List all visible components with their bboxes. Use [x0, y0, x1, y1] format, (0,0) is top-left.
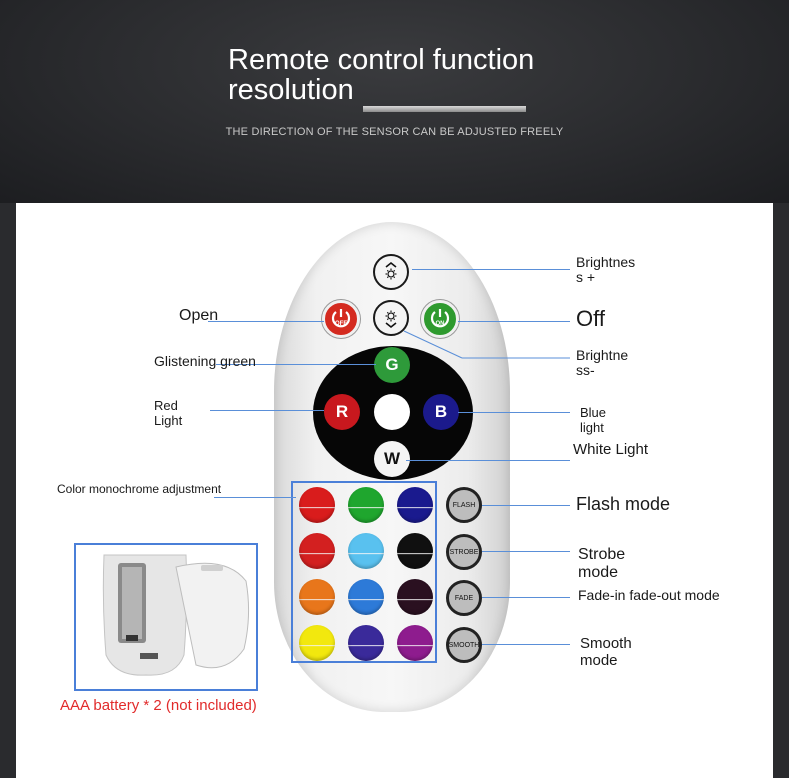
leader-line-off: [458, 321, 570, 322]
page-subtitle: THE DIRECTION OF THE SENSOR CAN BE ADJUS…: [225, 126, 564, 138]
color-grid-button-r4-c1[interactable]: [299, 625, 335, 661]
label-smooth-mode: Smooth mode: [580, 635, 632, 669]
label-flash-mode: Flash mode: [576, 494, 671, 514]
label-open: Open: [179, 307, 219, 324]
page-title: Remote control function resolution: [228, 44, 535, 106]
color-grid-button-r1-c2[interactable]: [348, 487, 384, 523]
label-brightness-up: Brightnes s +: [576, 254, 636, 285]
color-grid-button-r3-c2[interactable]: [348, 579, 384, 615]
leader-line-brightness-up: [412, 269, 570, 270]
label-red-light: Red Light: [154, 398, 183, 428]
power-off-icon: OFF: [331, 309, 351, 328]
leader-line-open: [208, 321, 324, 322]
leader-line-blue: [458, 412, 570, 413]
green-button[interactable]: G: [374, 347, 410, 383]
strobe-button[interactable]: STROBE: [446, 534, 482, 570]
leader-line-red: [210, 410, 324, 411]
red-button[interactable]: R: [324, 394, 360, 430]
battery-inset: [74, 543, 258, 691]
label-glistening-green: Glistening green: [154, 353, 256, 369]
label-blue-light: Blue light: [580, 405, 607, 435]
white-button[interactable]: W: [374, 441, 410, 477]
leader-line-white: [406, 460, 570, 461]
blue-button[interactable]: B: [423, 394, 459, 430]
leader-line-strobe: [482, 551, 570, 552]
color-grid-button-r3-c3[interactable]: [397, 579, 433, 615]
sun-down-icon: [385, 310, 397, 329]
brightness-up-button[interactable]: [373, 254, 409, 290]
leader-line-color-mono: [214, 497, 296, 498]
leader-line-brightness-down-diag: [403, 330, 463, 359]
color-grid-button-r2-c1[interactable]: [299, 533, 335, 569]
leader-line-flash: [482, 505, 570, 506]
color-grid-button-r4-c2[interactable]: [348, 625, 384, 661]
color-grid-frame: [291, 481, 437, 663]
fade-button[interactable]: FADE: [446, 580, 482, 616]
battery-compartment-illustration: [102, 554, 250, 676]
power-on-button[interactable]: ON: [421, 300, 459, 338]
header-banner: Remote control function resolution THE D…: [0, 0, 789, 208]
power-on-icon: ON: [430, 309, 450, 328]
label-white-light: White Light: [573, 441, 649, 458]
color-grid-button-r2-c3[interactable]: [397, 533, 433, 569]
label-color-mono: Color monochrome adjustment: [57, 482, 222, 496]
side-border-right: [773, 203, 789, 778]
leader-line-green: [216, 364, 376, 365]
leader-line-smooth: [482, 644, 570, 645]
side-border-left: [0, 203, 16, 778]
battery-note: AAA battery * 2 (not included): [60, 697, 257, 714]
color-grid-button-r1-c3[interactable]: [397, 487, 433, 523]
brightness-down-button[interactable]: [373, 300, 409, 336]
label-fade-mode: Fade-in fade-out mode: [578, 587, 720, 603]
color-grid-button-r3-c1[interactable]: [299, 579, 335, 615]
title-underline: [363, 106, 526, 112]
power-off-button[interactable]: OFF: [322, 300, 360, 338]
svg-text:OFF: OFF: [335, 321, 347, 327]
svg-text:ON: ON: [436, 321, 445, 327]
center-white-button[interactable]: [374, 394, 410, 430]
label-strobe-mode: Strobe mode: [578, 546, 626, 581]
color-grid-button-r2-c2[interactable]: [348, 533, 384, 569]
flash-button[interactable]: FLASH: [446, 487, 482, 523]
label-off: Off: [576, 306, 605, 331]
sun-up-icon: [385, 261, 397, 280]
label-brightness-down: Brightne ss-: [576, 347, 629, 378]
smooth-button[interactable]: SMOOTH: [446, 627, 482, 663]
leader-line-fade: [482, 597, 570, 598]
color-grid-button-r1-c1[interactable]: [299, 487, 335, 523]
color-grid-button-r4-c3[interactable]: [397, 625, 433, 661]
